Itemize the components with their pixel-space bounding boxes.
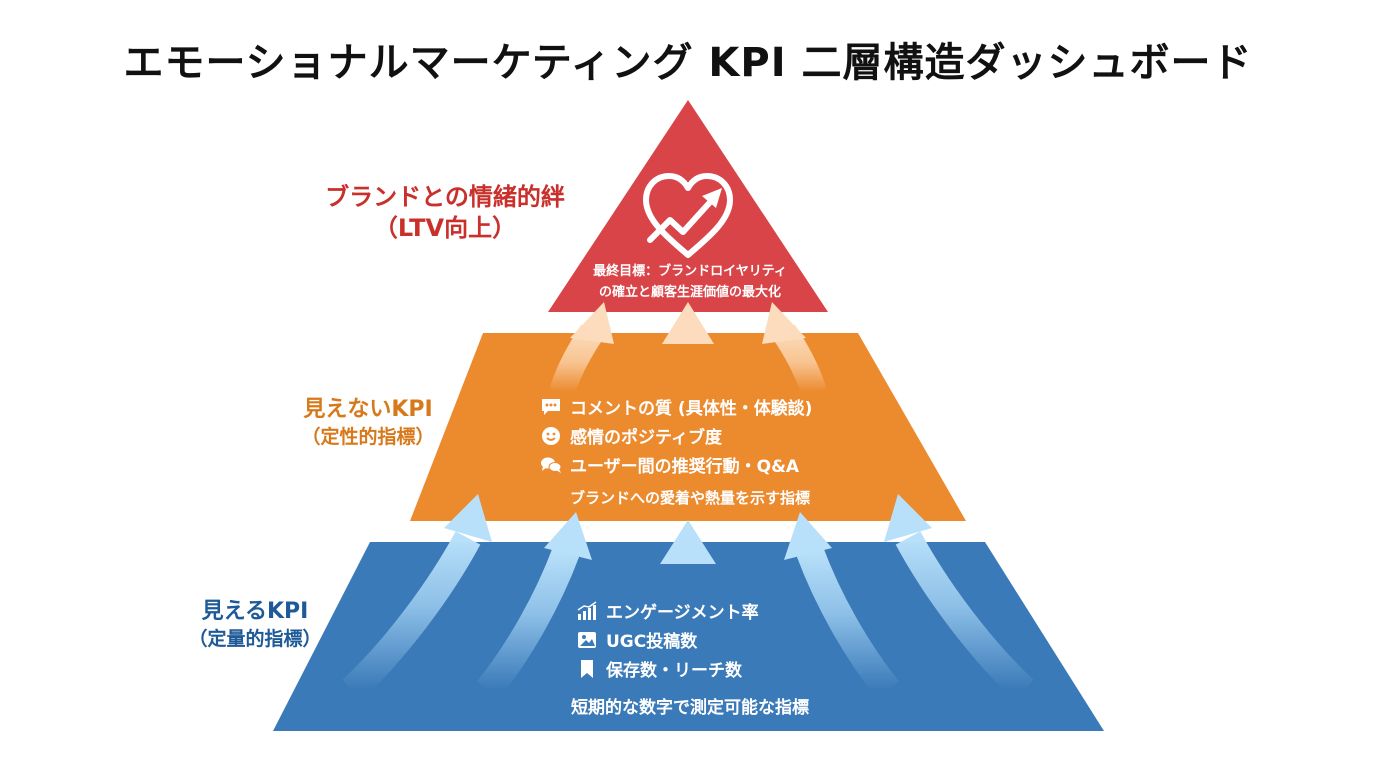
bookmark-icon <box>581 659 593 678</box>
list-item: 感情のポジティブ度 <box>540 421 812 450</box>
image-icon <box>578 631 596 648</box>
comment-icon <box>542 398 560 415</box>
upward-arrows-bottom <box>342 494 1034 701</box>
top-tier-label-line2: （LTV向上） <box>373 214 517 243</box>
arrow-peach-2-head <box>662 302 714 344</box>
bottom-tier-label-line1: 見えるKPI <box>201 599 309 624</box>
arrow-peach-3-head <box>762 302 806 344</box>
middle-tier-label-line1: 見えないKPI <box>303 397 433 422</box>
bottom-tier-label: 見えるKPI （定量的指標） <box>150 598 360 651</box>
chat-bubbles-icon <box>541 457 562 473</box>
pyramid-middle-tier <box>410 333 966 521</box>
middle-tier-label-line2: （定性的指標） <box>301 425 435 448</box>
list-item: コメントの質 (具体性・体験談) <box>540 392 812 421</box>
arrow-blue-1-head <box>444 494 492 542</box>
list-item: エンゲージメント率 <box>576 596 759 625</box>
list-item: ユーザー間の推奨行動・Q&A <box>540 450 812 479</box>
metric-comment-quality: コメントの質 (具体性・体験談) <box>570 399 813 419</box>
heart-growth-icon <box>643 173 733 258</box>
arrow-blue-4-head <box>784 512 832 560</box>
arrow-peach-1-head <box>570 302 614 344</box>
list-item: 保存数・リーチ数 <box>576 654 759 683</box>
list-item: UGC投稿数 <box>576 625 759 654</box>
metric-engagement-rate: エンゲージメント率 <box>606 603 759 623</box>
pyramid-top-tier <box>548 100 828 312</box>
bottom-tier-summary: 短期的な数字で測定可能な指標 <box>571 698 809 718</box>
bottom-tier-metrics: エンゲージメント率 UGC投稿数 保存数・リーチ数 <box>576 596 759 683</box>
middle-tier-label: 見えないKPI （定性的指標） <box>268 396 468 449</box>
top-tier-description: 最終目標：ブランドロイヤリティ の確立と顧客生涯価値の最大化 <box>560 262 820 304</box>
top-tier-label-line1: ブランドとの情緒的絆 <box>325 183 565 211</box>
bottom-tier-label-line2: （定量的指標） <box>188 627 322 650</box>
smile-icon <box>542 426 560 445</box>
arrow-blue-2 <box>477 547 580 699</box>
top-tier-label: ブランドとの情緒的絆 （LTV向上） <box>290 182 600 244</box>
middle-tier-metrics: コメントの質 (具体性・体験談) 感情のポジティブ度 ユーザー間の推奨行動・Q&… <box>540 392 812 479</box>
arrow-blue-5-head <box>884 494 932 542</box>
arrow-blue-1 <box>342 531 481 701</box>
bar-chart-icon <box>577 600 597 620</box>
page-title: エモーショナルマーケティング KPI 二層構造ダッシュボード <box>123 40 1253 86</box>
metric-saves-reach: 保存数・リーチ数 <box>606 661 742 681</box>
arrow-blue-5 <box>895 531 1034 701</box>
upward-arrows-middle <box>549 302 827 397</box>
arrow-blue-4 <box>796 547 899 699</box>
top-tier-desc-line2: の確立と顧客生涯価値の最大化 <box>598 284 781 300</box>
arrow-blue-3-head <box>660 520 716 564</box>
metric-positive-emotion: 感情のポジティブ度 <box>570 428 722 448</box>
metric-ugc-posts: UGC投稿数 <box>606 632 698 652</box>
metric-user-recommendation: ユーザー間の推奨行動・Q&A <box>570 457 800 477</box>
top-tier-desc-line1: 最終目標：ブランドロイヤリティ <box>593 264 787 279</box>
middle-tier-summary: ブランドへの愛着や熱量を示す指標 <box>569 489 810 507</box>
arrow-blue-2-head <box>544 512 592 560</box>
